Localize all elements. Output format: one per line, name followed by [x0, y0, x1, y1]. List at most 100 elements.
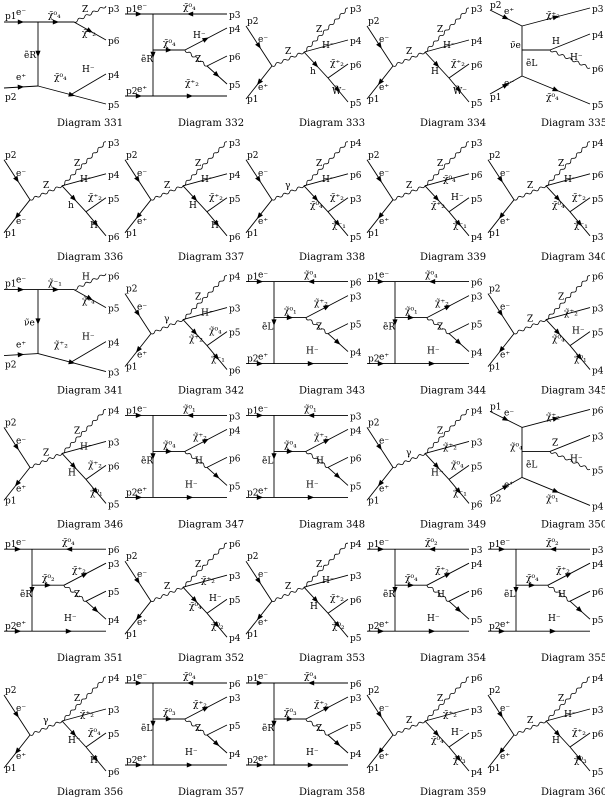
fermion-label: e⁺ — [16, 752, 26, 762]
propagator-label: ẽL — [262, 322, 273, 333]
momentum-label: p5 — [108, 588, 120, 598]
momentum-label: p2 — [247, 151, 259, 161]
fermion-label: e⁻ — [500, 538, 510, 548]
particle-label: χ̃⁺₂ — [572, 192, 586, 203]
propagator-label: Z — [285, 47, 291, 57]
arrow-marker — [392, 319, 398, 326]
particle-label: χ̃⁰₃ — [284, 707, 297, 718]
fermion-label: e⁺ — [137, 486, 147, 496]
momentum-label: p2 — [489, 622, 501, 632]
diagram-caption: Diagram 359 — [420, 787, 486, 798]
momentum-label: p3 — [350, 195, 362, 205]
outgoing-boson-line — [73, 5, 107, 23]
particle-label: H⁻ — [451, 728, 464, 738]
propagator-line — [29, 185, 63, 201]
outgoing-line — [448, 465, 470, 480]
arrow-marker — [85, 294, 93, 301]
momentum-label: p4 — [229, 750, 241, 760]
propagator-label: ẽL — [262, 455, 273, 466]
momentum-label: p1 — [489, 764, 501, 774]
particle-label: χ̃⁰₄ — [163, 439, 176, 450]
arrow-marker — [150, 720, 156, 728]
momentum-label: p5 — [108, 500, 120, 510]
feynman-diagram: p1p2e⁻e⁺ẽRχ̃⁰₄χ̃⁰₄H⁻Zχ̃⁺₂p3p4p6p5Diagram… — [125, 2, 244, 129]
particle-label: χ̃⁺₂ — [443, 709, 457, 720]
propagator-label: Z — [43, 448, 49, 458]
particle-label: χ̃⁰₄ — [163, 38, 176, 49]
arrow-marker — [13, 710, 19, 718]
momentum-label: p2 — [368, 17, 380, 27]
arrow-marker — [91, 754, 99, 762]
diagram-caption: Diagram 331 — [57, 118, 123, 129]
momentum-label: p6 — [592, 730, 604, 740]
arrow-marker — [552, 416, 560, 422]
particle-label: χ̃⁻₁ — [211, 354, 225, 365]
momentum-label: p1 — [5, 764, 17, 774]
outgoing-line — [85, 465, 107, 480]
outgoing-line — [206, 197, 228, 213]
momentum-label: p5 — [592, 101, 604, 111]
particle-label: H⁻ — [306, 480, 319, 490]
boson-label: Z — [74, 694, 80, 704]
particle-label: χ̃⁰₂ — [332, 621, 345, 632]
arrow-marker — [376, 443, 382, 451]
momentum-label: p1 — [247, 95, 259, 105]
momentum-label: p5 — [350, 722, 362, 732]
momentum-label: p5 — [592, 329, 604, 339]
momentum-label: p6 — [350, 279, 362, 289]
particle-label: H⁻ — [80, 442, 93, 452]
feynman-diagram: p2p1e⁻e⁺ZZp6p3χ̃⁺₂χ̃⁰₄H⁻χ̃⁰₃p5p4Diagram … — [366, 674, 486, 798]
fermion-label: e⁺ — [258, 217, 268, 227]
particle-label: χ̃⁻₁ — [574, 220, 588, 231]
momentum-label: p5 — [229, 329, 241, 339]
particle-label: χ̃⁺₂ — [193, 431, 207, 442]
momentum-label: p4 — [108, 71, 120, 81]
momentum-label: p6 — [108, 462, 120, 472]
propagator-label: Z — [285, 582, 291, 592]
particle-label: H⁻ — [209, 594, 222, 604]
momentum-label: p5 — [229, 195, 241, 205]
arrow-marker — [212, 70, 220, 78]
arrow-marker — [17, 84, 25, 90]
outgoing-line — [85, 732, 107, 748]
outgoing-line — [545, 307, 591, 321]
particle-label: H⁻ — [322, 175, 335, 185]
diagram-caption: Diagram 333 — [299, 118, 365, 129]
propagator-line — [271, 185, 305, 201]
momentum-label: p6 — [592, 588, 604, 598]
momentum-label: p5 — [229, 482, 241, 492]
propagator-line — [150, 587, 184, 602]
arrow-marker — [443, 305, 451, 311]
arrow-marker — [378, 479, 384, 487]
fermion-label: e⁻ — [16, 704, 26, 714]
fermion-label: e⁻ — [16, 8, 26, 18]
momentum-label: p4 — [108, 171, 120, 181]
particle-label: H⁻ — [564, 175, 577, 185]
particle-label: χ̃⁺₂ — [54, 340, 68, 351]
boson-line — [426, 317, 450, 335]
momentum-label: p4 — [108, 339, 120, 349]
particle-label: H⁻ — [570, 53, 583, 63]
feynman-diagram: p1p2e⁻e⁺ẽRχ̃⁰₄χ̃⁰₄Zχ̃⁺₂H⁻p3p6p4p5Diagram… — [3, 5, 123, 129]
momentum-label: p5 — [350, 99, 362, 109]
particle-label: H⁻ — [80, 175, 93, 185]
momentum-label: p4 — [108, 616, 120, 626]
momentum-label: p2 — [126, 552, 138, 562]
feynman-diagram: p1p2e⁻e⁺χ̃⁰₄ẽLχ̃⁺₂ZH⁻χ̃⁰₁p6p3p5p4Diagram… — [489, 402, 605, 530]
boson-label: Z — [437, 426, 443, 436]
momentum-label: p5 — [350, 634, 362, 644]
momentum-label: p4 — [108, 674, 120, 684]
arrow-marker — [333, 338, 341, 345]
particle-label: H⁻ — [564, 710, 577, 720]
particle-label: H — [189, 201, 197, 211]
boson-line — [549, 49, 591, 69]
momentum-label: p6 — [471, 588, 483, 598]
momentum-label: p4 — [229, 634, 241, 644]
arrow-marker — [201, 706, 209, 712]
momentum-label: p1 — [126, 674, 138, 684]
outgoing-line — [545, 173, 591, 187]
fermion-label: e⁻ — [16, 217, 26, 227]
arrow-marker — [201, 37, 209, 43]
arrow-marker — [513, 587, 519, 594]
